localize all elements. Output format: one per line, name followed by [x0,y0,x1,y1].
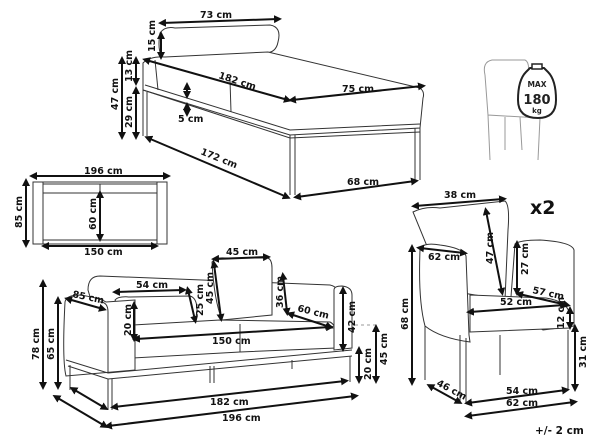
sofa-seat-height-label: 45 cm [379,333,390,365]
daybed-total-height-label: 47 cm [110,78,121,110]
chair-seat-width-label: 52 cm [500,297,532,308]
sofa-seat-width-label: 150 cm [212,336,251,347]
sofa-height-label: 78 cm [31,328,42,360]
chair-width-label: 62 cm [506,398,538,409]
chair-inner-width-label: 54 cm [506,386,538,397]
daybed-gap-label: 5 cm [178,114,204,125]
max-load-unit: kg [532,107,542,115]
sofa-total-width-label: 196 cm [222,413,261,424]
daybed-mattress-height-label: 13 cm [124,50,135,82]
daybed-width-label: 75 cm [342,84,374,95]
daybed-drawing [142,24,425,195]
chair-quantity-label: x2 [530,197,555,219]
chair-seat-thickness-label: 12 cm [556,297,567,329]
sofa-cushion-height-label: 20 cm [123,304,134,336]
chair-back-height-label: 27 cm [520,243,531,275]
chair-arm-depth-label: 62 cm [428,252,460,263]
top-view-seat-depth-label: 60 cm [88,198,99,230]
sofa-armrest-height-label: 42 cm [347,301,358,333]
daybed-base-height-label: 29 cm [124,96,135,128]
chair-pillow-height-label: 47 cm [485,232,496,264]
sofa-base-width-label: 182 cm [210,397,249,408]
max-load-value: 180 [523,93,550,108]
sofa-back-height-label: 36 cm [275,276,286,308]
sofa-cushion-width-label: 54 cm [136,280,168,291]
top-view-depth-label: 85 cm [14,196,25,228]
sofa-cushion-depth-label: 25 cm [195,284,206,316]
chair-pillow-width-label: 38 cm [444,190,476,201]
sofa-arm-height-label: 65 cm [46,328,57,360]
daybed-roll-height-label: 15 cm [147,20,158,52]
chair-height-label: 68 cm [400,298,411,330]
top-view-seat-width-label: 150 cm [84,247,123,258]
sofa-pillow-height-label: 45 cm [205,272,216,304]
top-view-width-label: 196 cm [84,166,123,177]
daybed-base-width-label: 68 cm [347,177,379,188]
max-load-icon: MAX 180 kg [483,59,558,161]
max-load-label: MAX [527,80,546,89]
sofa-leg-height-label: 20 cm [363,348,374,380]
daybed-roll-length-label: 73 cm [200,10,232,21]
tolerance-note: +/- 2 cm [535,425,584,437]
chair-seat-height-label: 31 cm [578,336,589,368]
sofa-pillow-width-label: 45 cm [226,247,258,258]
